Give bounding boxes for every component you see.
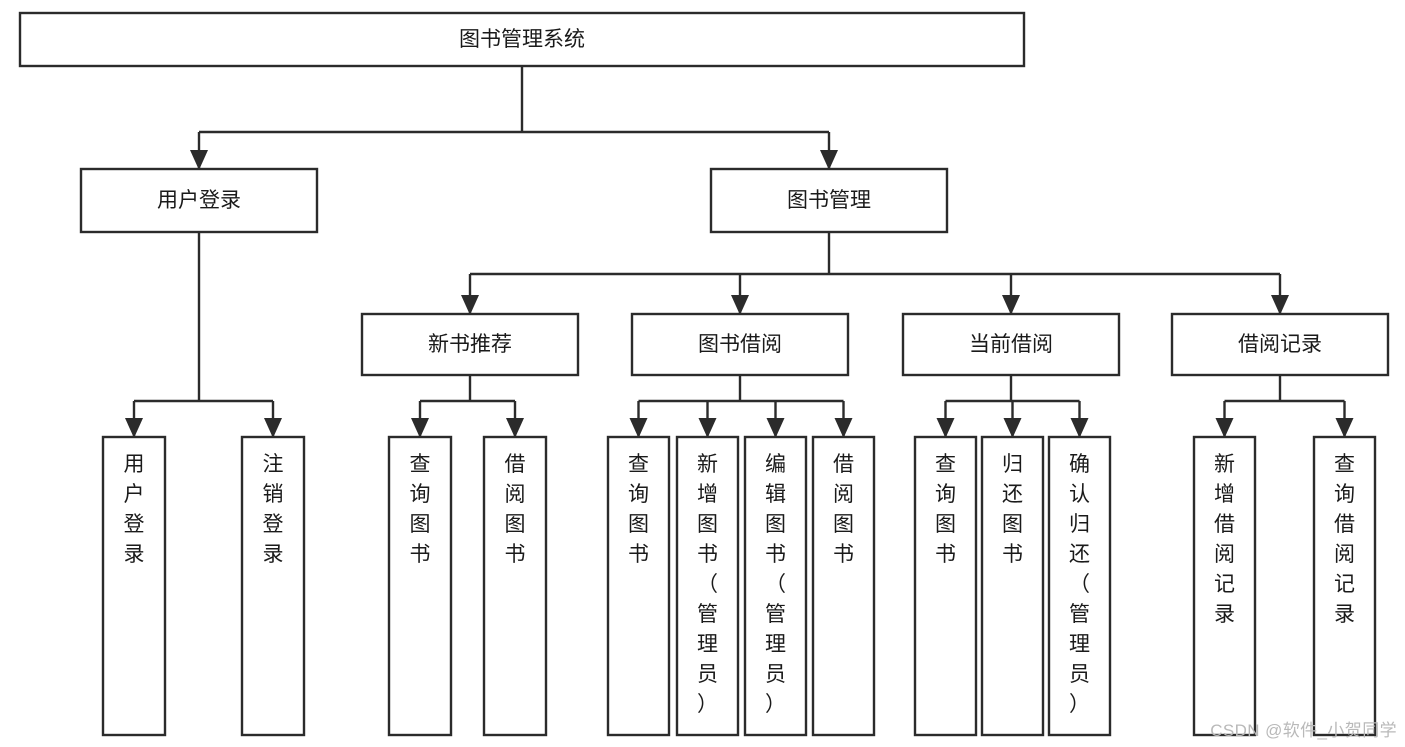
arrow-head-icon	[766, 418, 785, 438]
node-label: 用户登录	[157, 189, 241, 212]
node-box	[743, 435, 808, 737]
node-box	[1312, 435, 1377, 737]
arrow-head-icon	[936, 418, 955, 438]
arrow-head-icon	[190, 150, 208, 170]
node-label: 确认归还（管理员）	[1069, 453, 1090, 716]
node-current-borrow[interactable]: 当前借阅	[901, 312, 1121, 377]
node-box	[482, 435, 548, 737]
node-label: 借阅图书	[833, 453, 854, 566]
arrow-head-icon	[629, 418, 648, 438]
arrow-head-icon	[1003, 418, 1022, 438]
node-leaf-borrow-book[interactable]: 借阅图书	[811, 435, 876, 737]
node-box	[675, 435, 740, 737]
arrow-head-icon	[698, 418, 717, 438]
csdn-watermark: CSDN @软件_小贺同学	[1210, 721, 1397, 740]
arrow-head-icon	[264, 418, 282, 438]
node-box	[1170, 312, 1390, 377]
node-root[interactable]: 图书管理系统	[18, 11, 1026, 68]
arrow-head-icon	[461, 295, 479, 315]
node-label: 查询图书	[935, 453, 956, 566]
node-box	[606, 435, 671, 737]
node-leaf-return-book[interactable]: 归还图书	[980, 435, 1045, 737]
node-label: 查询借阅记录	[1334, 453, 1355, 626]
node-borrow-record[interactable]: 借阅记录	[1170, 312, 1390, 377]
arrow-head-icon	[1070, 418, 1089, 438]
node-label: 新书推荐	[428, 333, 512, 356]
node-leaf-query-book-rec[interactable]: 查询图书	[387, 435, 453, 737]
node-box	[811, 435, 876, 737]
node-book-management[interactable]: 图书管理	[709, 167, 949, 234]
node-label: 图书借阅	[698, 333, 782, 356]
node-leaf-borrow-book-rec[interactable]: 借阅图书	[482, 435, 548, 737]
node-box	[901, 312, 1121, 377]
node-leaf-query-borrow-record[interactable]: 查询借阅记录	[1312, 435, 1377, 737]
node-label: 查询图书	[410, 453, 431, 566]
node-new-book-recommend[interactable]: 新书推荐	[360, 312, 580, 377]
arrow-head-icon	[1271, 295, 1289, 315]
arrow-head-icon	[1002, 295, 1020, 315]
node-box	[387, 435, 453, 737]
node-label: 借阅记录	[1238, 333, 1322, 356]
node-user-login[interactable]: 用户登录	[79, 167, 319, 234]
node-box	[240, 435, 306, 737]
node-label: 图书管理	[787, 189, 871, 212]
node-label: 新增借阅记录	[1214, 453, 1235, 626]
arrow-head-icon	[834, 418, 853, 438]
node-label: 编辑图书（管理员）	[765, 453, 786, 716]
nodes-layer: 图书管理系统用户登录图书管理新书推荐图书借阅当前借阅借阅记录用户登录注销登录查询…	[18, 11, 1390, 737]
arrow-head-icon	[1335, 418, 1354, 438]
node-box	[18, 11, 1026, 68]
node-box	[630, 312, 850, 377]
node-label: 注销登录	[263, 453, 284, 566]
node-box	[1047, 435, 1112, 737]
node-label: 查询图书	[628, 453, 649, 566]
arrow-head-icon	[125, 418, 143, 438]
arrow-head-icon	[506, 418, 524, 438]
node-label: 图书管理系统	[459, 28, 585, 51]
connectors-layer	[125, 66, 1354, 438]
node-leaf-confirm-return-admin[interactable]: 确认归还（管理员）	[1047, 435, 1112, 737]
node-leaf-add-book-admin[interactable]: 新增图书（管理员）	[675, 435, 740, 737]
node-box	[79, 167, 319, 234]
node-box	[360, 312, 580, 377]
node-leaf-query-book-borrow[interactable]: 查询图书	[606, 435, 671, 737]
node-leaf-user-login[interactable]: 用户登录	[101, 435, 167, 737]
node-box	[101, 435, 167, 737]
node-label: 借阅图书	[505, 453, 526, 566]
node-label: 归还图书	[1002, 453, 1023, 566]
node-leaf-logout-login[interactable]: 注销登录	[240, 435, 306, 737]
node-book-borrow[interactable]: 图书借阅	[630, 312, 850, 377]
node-box	[1192, 435, 1257, 737]
node-box	[980, 435, 1045, 737]
arrow-head-icon	[731, 295, 749, 315]
node-leaf-edit-book-admin[interactable]: 编辑图书（管理员）	[743, 435, 808, 737]
arrow-head-icon	[820, 150, 838, 170]
node-label: 新增图书（管理员）	[697, 453, 718, 716]
node-box	[913, 435, 978, 737]
node-label: 用户登录	[124, 453, 145, 566]
node-label: 当前借阅	[969, 333, 1053, 356]
arrow-head-icon	[1215, 418, 1234, 438]
node-box	[709, 167, 949, 234]
node-leaf-query-book-current[interactable]: 查询图书	[913, 435, 978, 737]
arrow-head-icon	[411, 418, 429, 438]
node-leaf-add-borrow-record[interactable]: 新增借阅记录	[1192, 435, 1257, 737]
